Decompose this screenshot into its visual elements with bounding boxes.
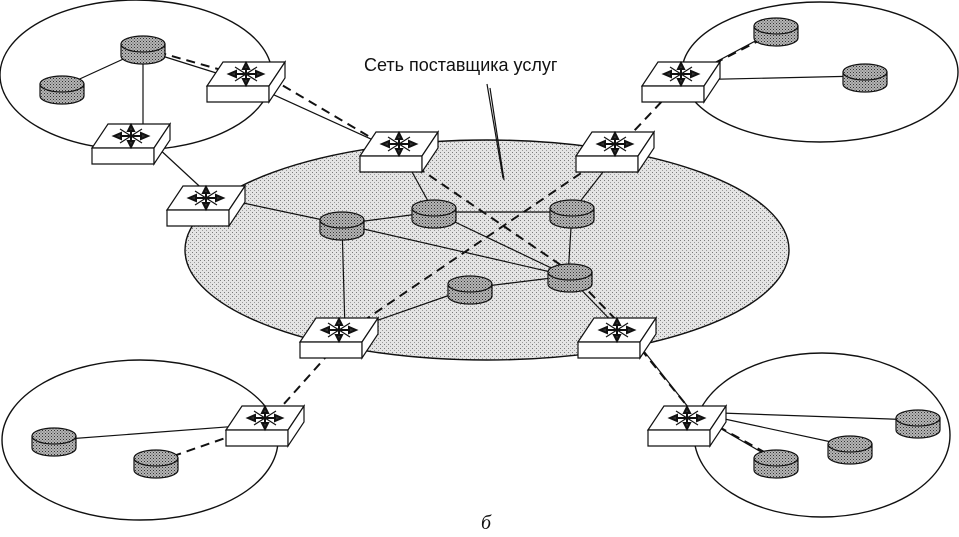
switch-icon [206,61,286,103]
router-icon [753,17,799,47]
router-icon [549,199,595,229]
router-icon [895,409,941,439]
caption-pointer [486,83,504,179]
router-icon [31,427,77,457]
switch-icon [225,405,305,447]
switch-icon [647,405,727,447]
router-icon [319,211,365,241]
router-icon [842,63,888,93]
router-icon [411,199,457,229]
router-icon [133,449,179,479]
site-top-right [681,1,959,143]
figure-letter: б [481,512,492,534]
router-icon [547,263,593,293]
router-icon [827,435,873,465]
switch-icon [641,61,721,103]
router-icon [447,275,493,305]
switch-icon [91,123,171,165]
switch-icon [299,317,379,359]
switch-icon [166,185,246,227]
provider-network-area [184,139,790,361]
switch-icon [575,131,655,173]
router-icon [753,449,799,479]
switch-icon [577,317,657,359]
switch-icon [359,131,439,173]
provider-network-label: Сеть поставщика услуг [364,55,558,75]
router-icon [120,35,166,65]
router-icon [39,75,85,105]
